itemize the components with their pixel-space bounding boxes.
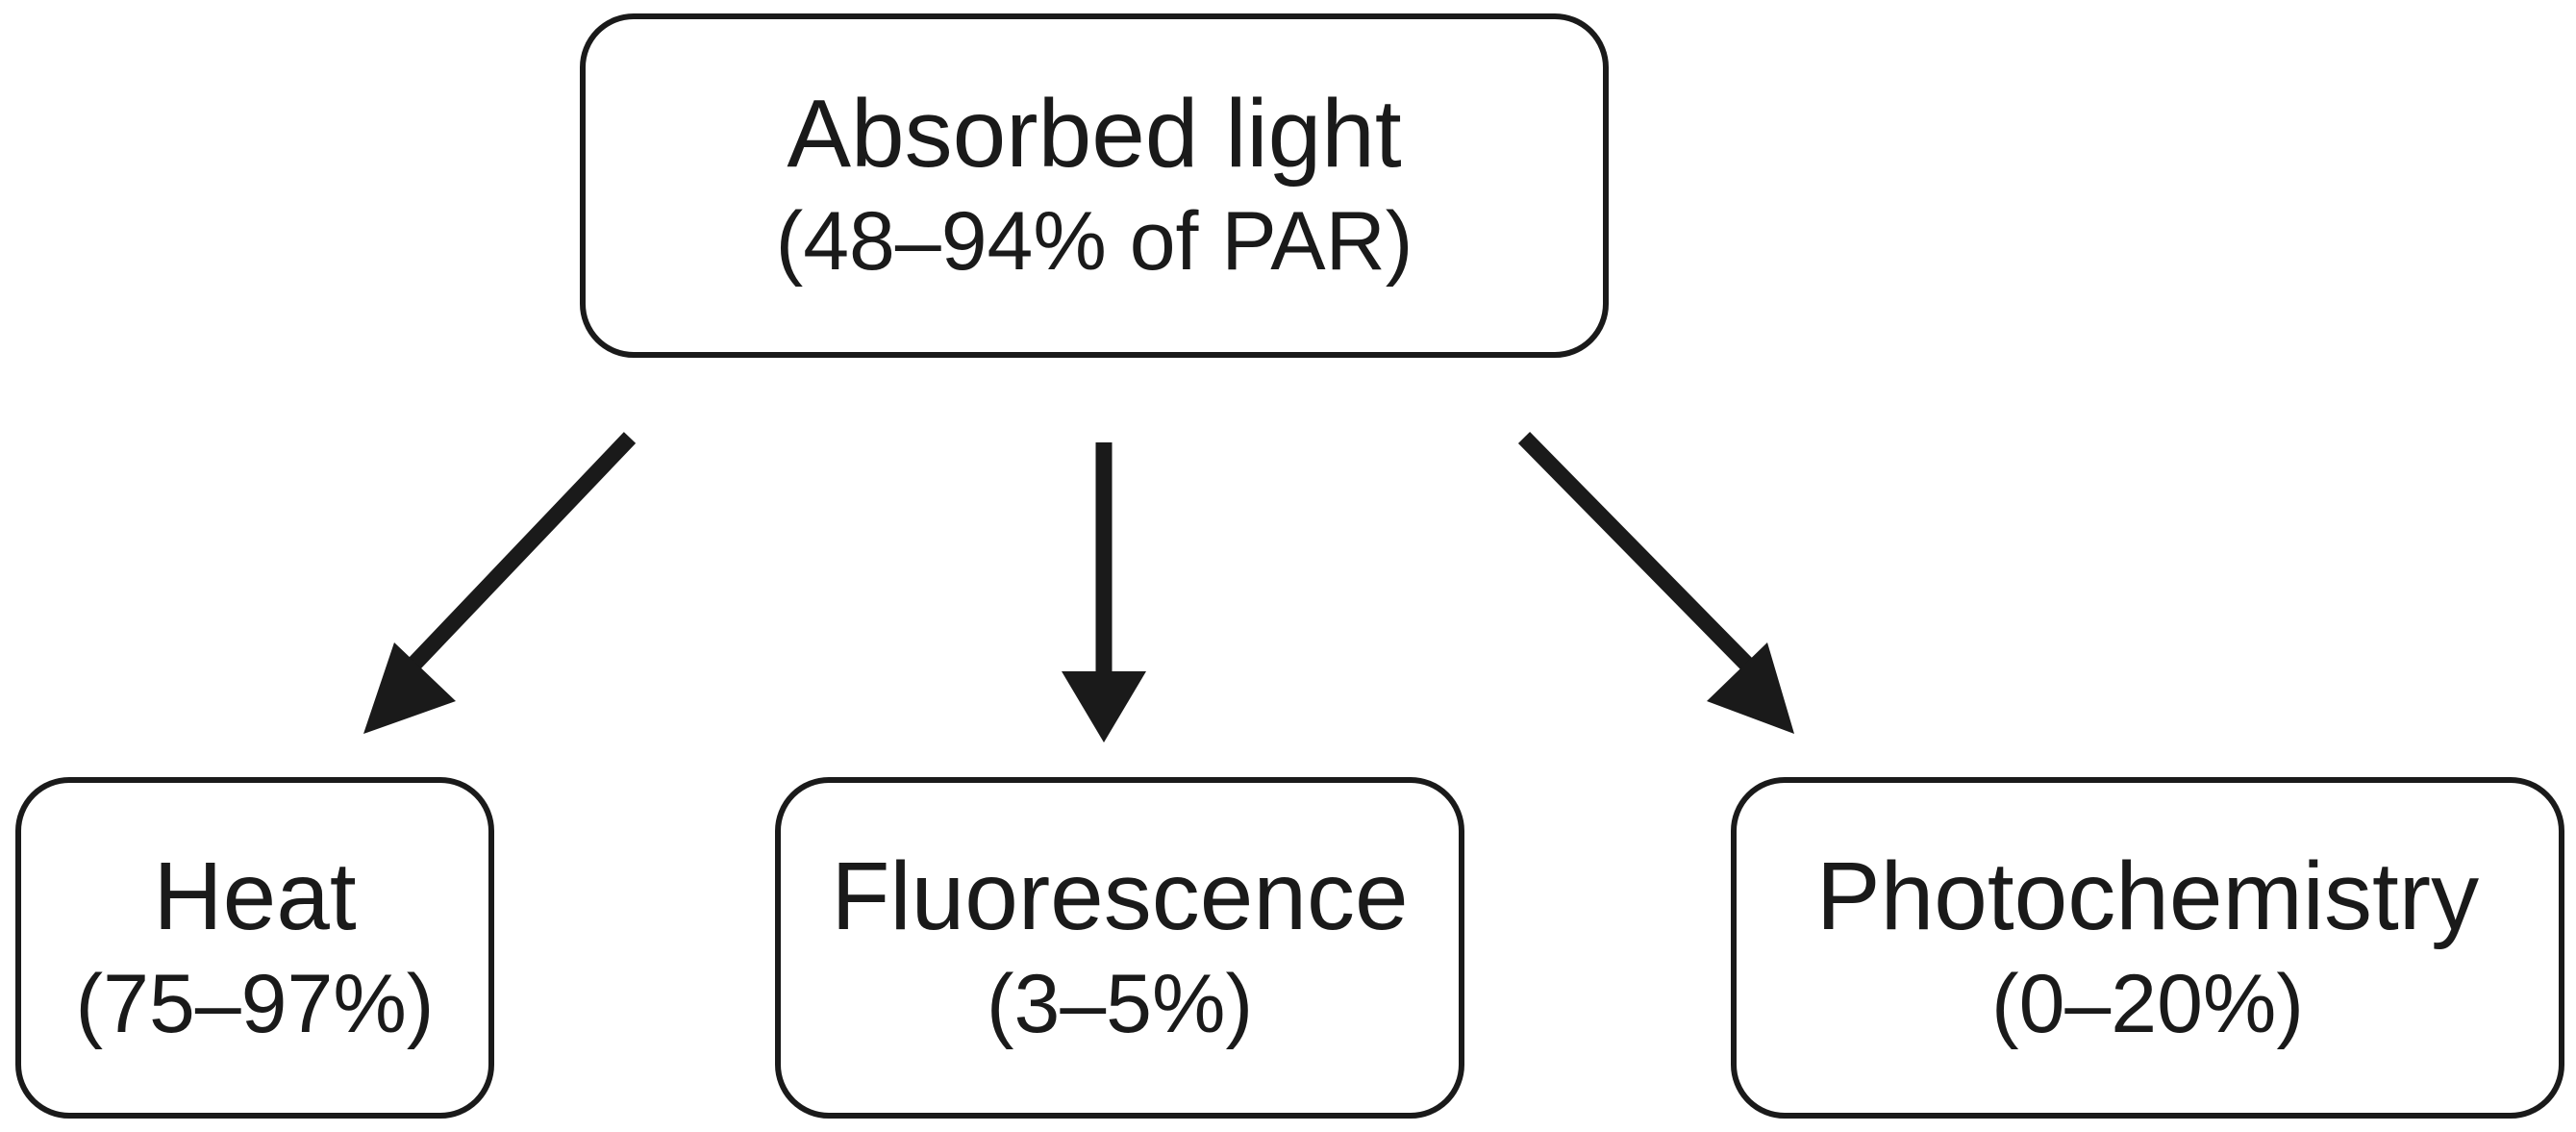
absorbed-light-node: Absorbed light (48–94% of PAR) — [580, 13, 1609, 358]
photochemistry-percentage: (0–20%) — [1990, 957, 2305, 1050]
arrow-to-photochemistry — [1517, 432, 1794, 734]
arrow-to-heat — [363, 432, 637, 734]
heat-title: Heat — [153, 842, 357, 950]
fluorescence-percentage: (3–5%) — [986, 957, 1254, 1050]
photochemistry-title: Photochemistry — [1815, 842, 2480, 950]
arrow-to-fluorescence — [1062, 442, 1146, 742]
absorbed-light-percentage: (48–94% of PAR) — [775, 195, 1413, 289]
absorbed-light-title: Absorbed light — [787, 80, 1402, 189]
photochemistry-node: Photochemistry (0–20%) — [1731, 777, 2564, 1119]
fluorescence-title: Fluorescence — [831, 842, 1409, 950]
heat-percentage: (75–97%) — [75, 957, 435, 1050]
fluorescence-node: Fluorescence (3–5%) — [775, 777, 1464, 1119]
heat-node: Heat (75–97%) — [15, 777, 494, 1119]
